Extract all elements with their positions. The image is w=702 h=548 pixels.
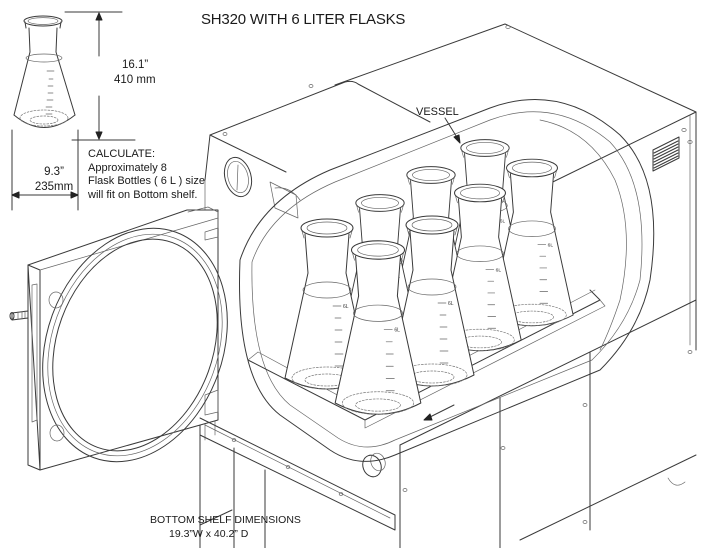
diagram-title: SH320 WITH 6 LITER FLASKS — [201, 11, 406, 28]
flask-outline — [461, 150, 509, 158]
flask-rim — [411, 218, 453, 232]
flask-outline — [455, 195, 505, 204]
flask-outline — [507, 170, 557, 179]
bottom-shelf-dimensions: BOTTOM SHELF DIMENSIONS 19.3”W x 40.2” D — [150, 514, 301, 541]
vessel-callout-label: VESSEL — [416, 106, 459, 118]
flask-width-label: 9.3” 235mm — [28, 165, 80, 195]
flask-outline — [437, 302, 449, 364]
flask-volume-mark: 6L — [394, 328, 400, 334]
flask-outline — [352, 252, 404, 261]
flask-outline — [301, 230, 353, 239]
calculate-heading: CALCULATE: — [88, 148, 156, 160]
flask-rim — [353, 304, 403, 322]
flask-outline — [406, 227, 458, 236]
bottom-shelf-heading: BOTTOM SHELF DIMENSIONS — [150, 514, 301, 526]
flask-volume-mark: 6L — [448, 301, 454, 307]
flask-outline — [407, 177, 455, 185]
height-dimension — [64, 11, 136, 141]
flask-rim — [306, 221, 348, 235]
flask-rim — [355, 398, 401, 412]
flask-rim — [357, 243, 399, 257]
flask-height-label: 16.1” 410 mm — [114, 58, 156, 88]
flask-width-mm: 235mm — [34, 181, 74, 193]
flask-outline — [537, 244, 549, 304]
flask-group: 6L6L6L6L6L6L6L6L — [284, 139, 574, 415]
flask-rim — [508, 220, 556, 237]
bottom-shelf-size: 19.3”W x 40.2” D — [169, 527, 249, 540]
flask-volume-mark: 6L — [548, 242, 554, 248]
flask-rim — [341, 391, 415, 415]
flask-volume-mark: 6L — [496, 267, 502, 273]
flask-rim — [456, 245, 504, 262]
reference-flask — [13, 15, 76, 128]
flask-rim — [302, 281, 352, 299]
vessel-callout-arrow — [444, 117, 461, 144]
flask-rim — [466, 142, 504, 154]
flask-volume-mark: 6L — [343, 304, 349, 310]
flask-width-inches: 9.3” — [44, 166, 64, 178]
flask-outline — [485, 269, 497, 329]
flask-height-mm: 410 mm — [114, 74, 156, 86]
door-rail — [199, 417, 396, 531]
flask-outline — [332, 305, 344, 367]
flask-rim — [460, 186, 500, 200]
calculate-note: CALCULATE: Approximately 8 Flask Bottles… — [88, 148, 205, 202]
calculate-line: will fit on Bottom shelf. — [88, 188, 198, 201]
flask: 6L — [490, 158, 574, 327]
chamber-door — [9, 206, 228, 471]
flask-height-inches: 16.1” — [122, 59, 149, 71]
flask-rim — [407, 278, 457, 296]
flask: 6L — [334, 240, 422, 415]
calculate-line: Approximately 8 — [88, 161, 167, 174]
flask-volume-mark: 6L — [500, 218, 506, 223]
calculate-line: Flask Bottles ( 6 L ) size — [88, 175, 205, 187]
flask-outline — [383, 329, 395, 392]
width-dimension — [11, 129, 79, 211]
flask-outline — [356, 205, 404, 213]
